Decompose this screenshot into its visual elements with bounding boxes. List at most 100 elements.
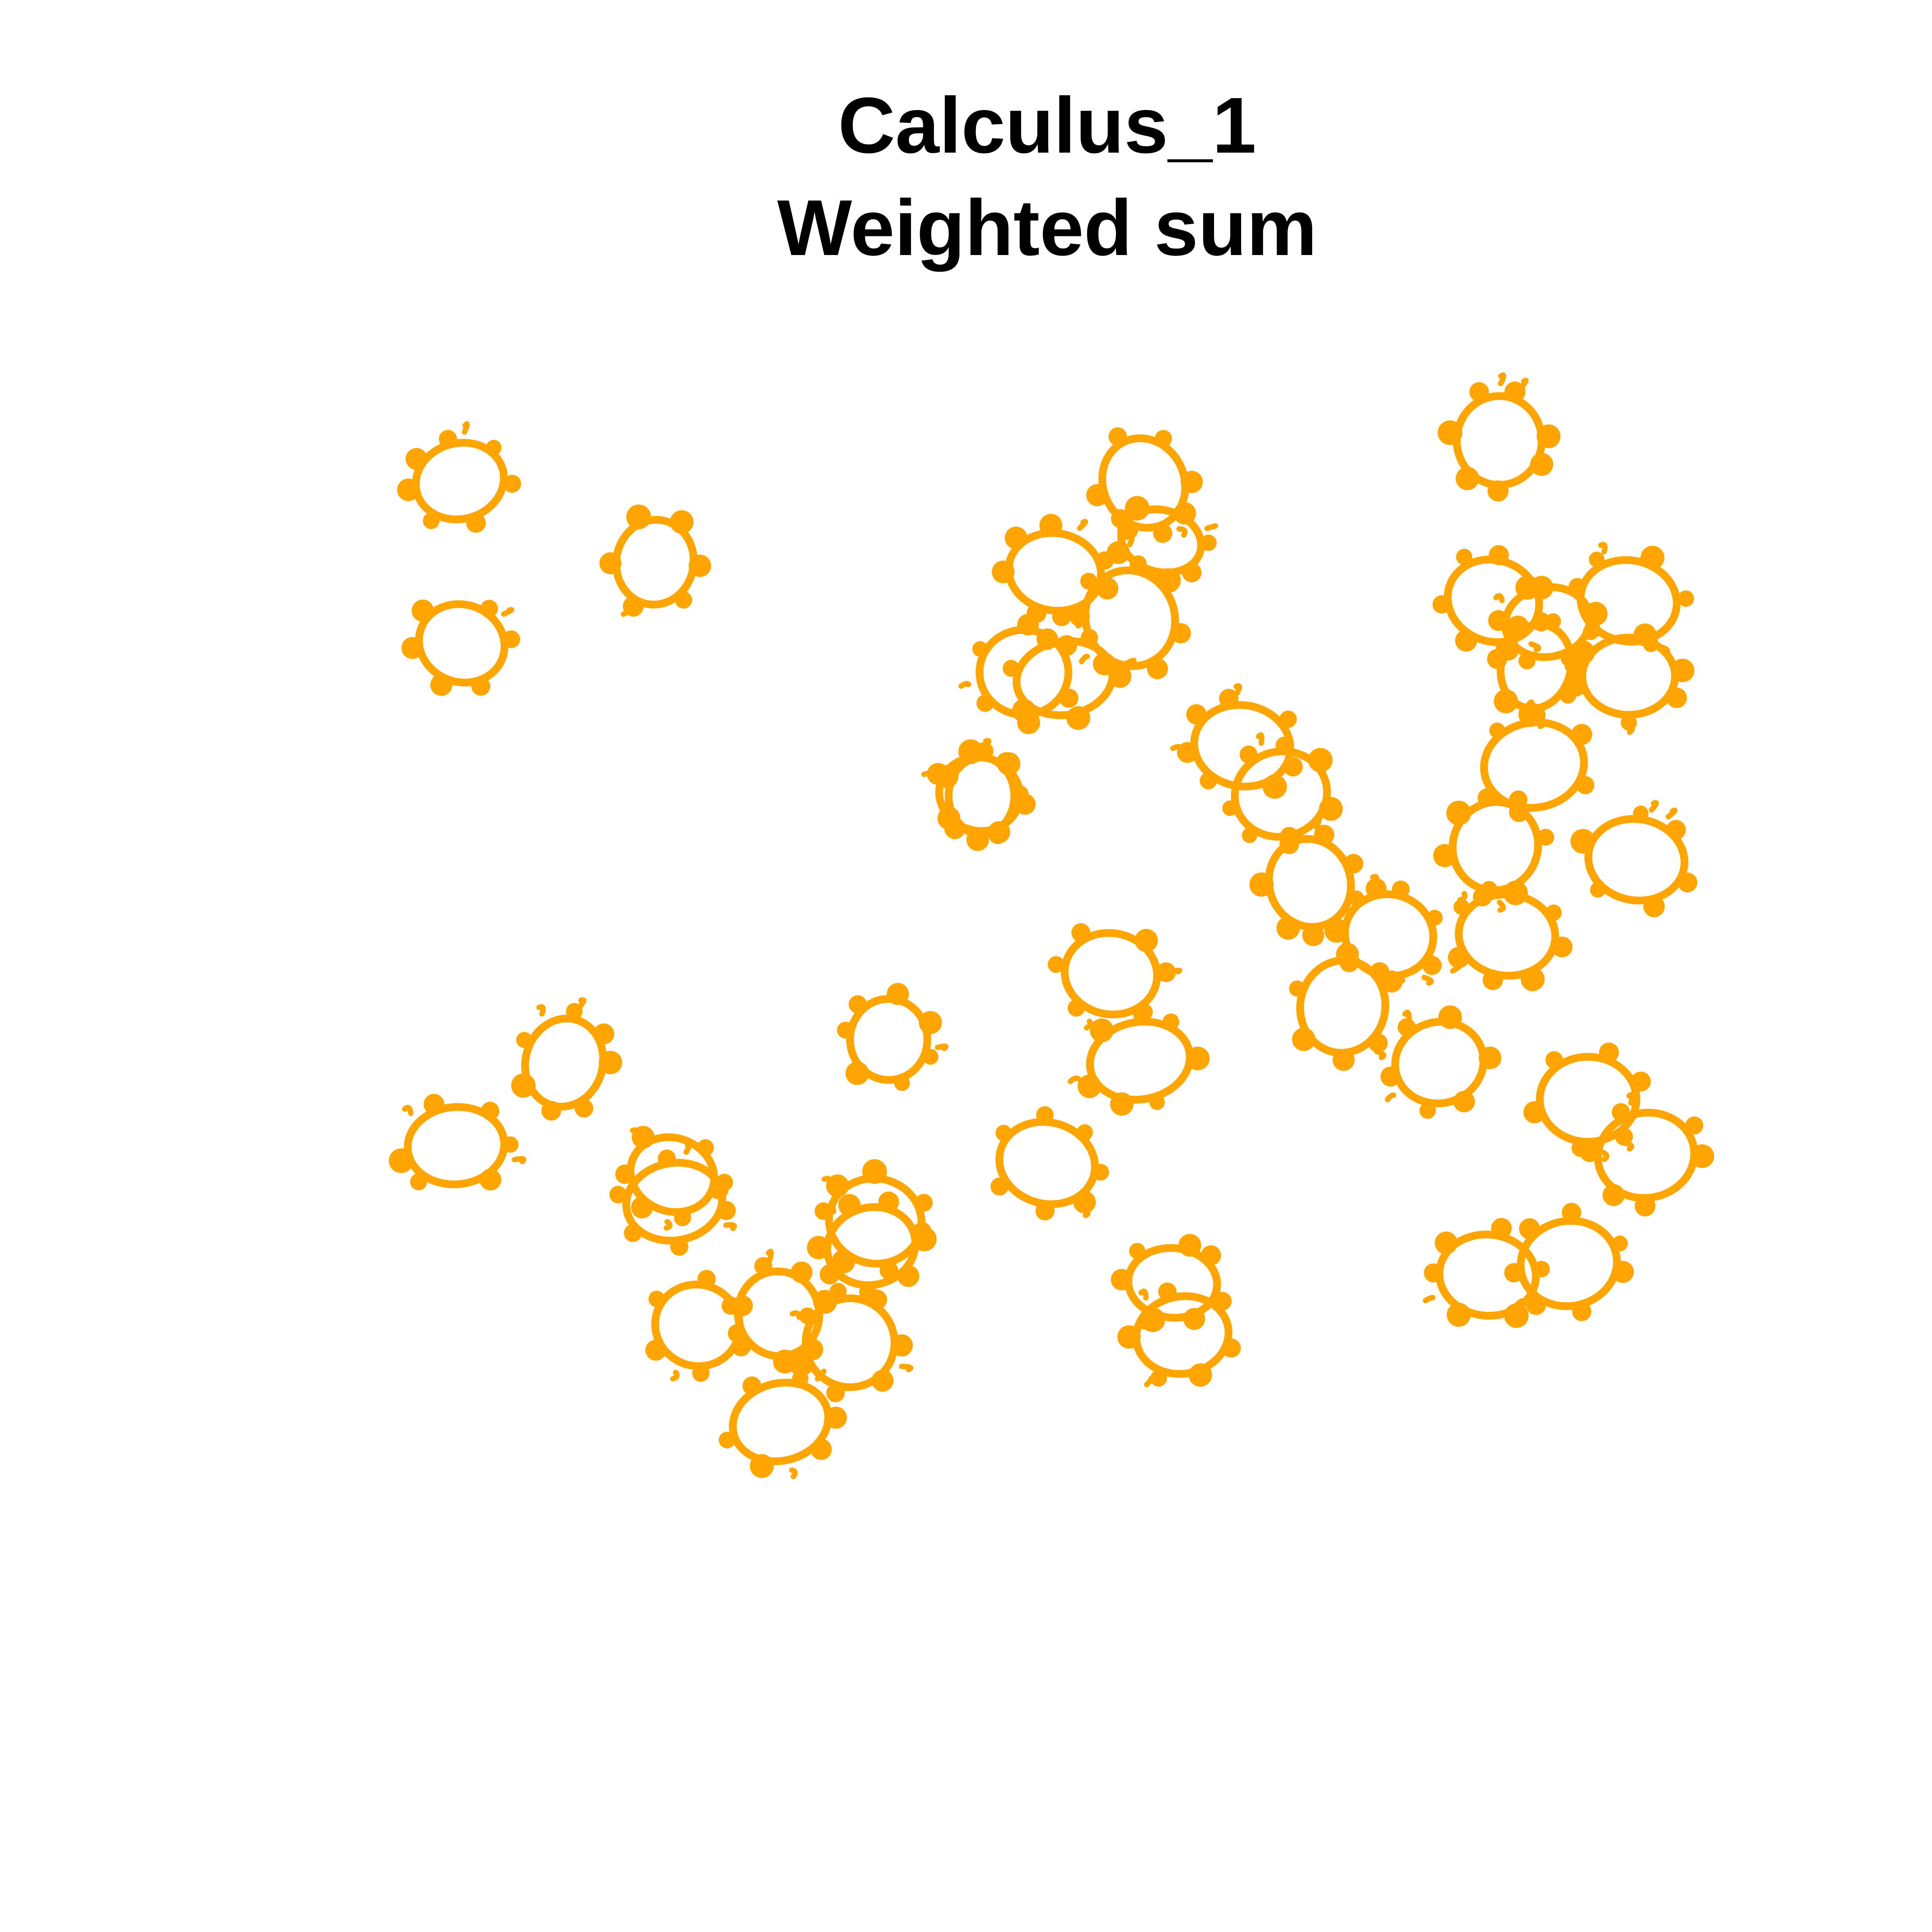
cell-outline (734, 1267, 823, 1360)
cell-stub (663, 1219, 673, 1231)
cell-stub (815, 1369, 827, 1382)
cell-stub (512, 1156, 527, 1165)
cell-stub (1140, 1319, 1150, 1330)
cell-glyph (992, 514, 1119, 629)
cell-glyph (1068, 1005, 1210, 1116)
cell-stub (1079, 653, 1090, 665)
cell-stub (1528, 641, 1541, 653)
cell-glyph (1437, 372, 1561, 502)
cells-layer (389, 372, 1714, 1480)
cell-stub (1233, 683, 1242, 696)
title-line-2: Weighted sum (777, 184, 1317, 272)
cell-stub (932, 777, 944, 786)
cell-stub (1518, 378, 1529, 391)
cell-stub (1498, 372, 1507, 386)
cell-glyph (1117, 1282, 1241, 1388)
cell-outline (823, 1203, 920, 1289)
cell-glyph (1448, 881, 1573, 992)
cell-outline (1098, 434, 1189, 532)
cell-stub (462, 421, 470, 435)
cell-outline (1578, 634, 1679, 719)
cell-stub (789, 1310, 802, 1320)
cell-glyph (1478, 699, 1595, 822)
cell-glyph (1433, 790, 1554, 913)
cell-stub (1204, 523, 1218, 531)
cell-glyph (932, 742, 1029, 851)
cell-outline (995, 1118, 1099, 1208)
title-line-1: Calculus_1 (838, 81, 1256, 170)
cell-stub (1493, 593, 1505, 604)
cell-stub (1665, 808, 1678, 820)
cell-lobe (609, 1185, 627, 1204)
cell-outline (1435, 1230, 1540, 1320)
cell-stub (1084, 1019, 1094, 1031)
cell-glyph (609, 1141, 737, 1256)
cell-stub (402, 1105, 414, 1116)
cell-stub (1122, 658, 1137, 667)
cell-glyph (719, 1369, 847, 1480)
cell-stub (1527, 699, 1535, 714)
cell-outline (945, 753, 1018, 838)
cell-stub (1176, 526, 1188, 538)
cell-stub (1144, 1376, 1154, 1388)
cell-glyph (1380, 1005, 1502, 1119)
cell-stub (1374, 1049, 1386, 1060)
cell-stub (1591, 624, 1601, 637)
cell-stub (1402, 1010, 1412, 1023)
cell-stub (723, 1222, 737, 1231)
cell-glyph (990, 1106, 1109, 1221)
cell-stub (1627, 723, 1635, 735)
cell-stub (1497, 900, 1506, 913)
cell-stub (1138, 1288, 1149, 1301)
cell-stub (921, 771, 934, 780)
cell-outline (1584, 815, 1689, 905)
cell-glyph (837, 983, 949, 1091)
cell-stub (576, 997, 587, 1010)
cell-glyph (511, 997, 622, 1121)
cell-stub (670, 1370, 680, 1382)
cell-outline (521, 1014, 607, 1111)
cell-lobe (1156, 962, 1176, 982)
cell-glyph (1289, 943, 1405, 1071)
cell-outline (729, 1379, 832, 1465)
cell-outline (846, 995, 931, 1084)
cell-stub (899, 1364, 913, 1372)
cell-outline (1265, 835, 1355, 931)
cell-glyph (807, 1191, 932, 1301)
cell-outline (1444, 556, 1543, 646)
cell-outline (1455, 890, 1559, 980)
cell-lobe (1677, 590, 1694, 607)
cell-outline (1124, 1244, 1221, 1322)
cell-outline (1480, 718, 1588, 812)
cell-stub (1068, 1075, 1082, 1084)
cell-outline (1296, 956, 1389, 1057)
cell-stub (1391, 978, 1405, 987)
cell-outline (622, 1159, 726, 1245)
cell-outline (1453, 392, 1546, 489)
cell-stub (683, 1141, 692, 1155)
cell-stub (821, 1175, 833, 1187)
cell-outline (404, 1103, 508, 1189)
cell-outline (1391, 1018, 1488, 1107)
cell-stub (630, 1127, 641, 1139)
cell-outline (412, 439, 508, 524)
cell-outline (1501, 583, 1594, 661)
cell-stub (1127, 534, 1135, 548)
cell-glyph (789, 1283, 913, 1402)
cell-outline (415, 600, 509, 687)
cell-stub (1649, 800, 1659, 813)
cell-glyph (1003, 628, 1137, 730)
cell-lobe (1048, 956, 1065, 973)
cell-stub (501, 607, 514, 617)
cell-stub (1167, 968, 1182, 975)
cell-glyph (1504, 1202, 1634, 1321)
cell-glyph (401, 599, 520, 696)
cell-stub (1421, 975, 1434, 986)
cell-stub (1600, 1149, 1609, 1162)
cell-stub (1384, 1092, 1396, 1102)
cell-outline (612, 516, 698, 609)
cell-glyph (1070, 555, 1191, 679)
cell-outline (1517, 1217, 1621, 1310)
